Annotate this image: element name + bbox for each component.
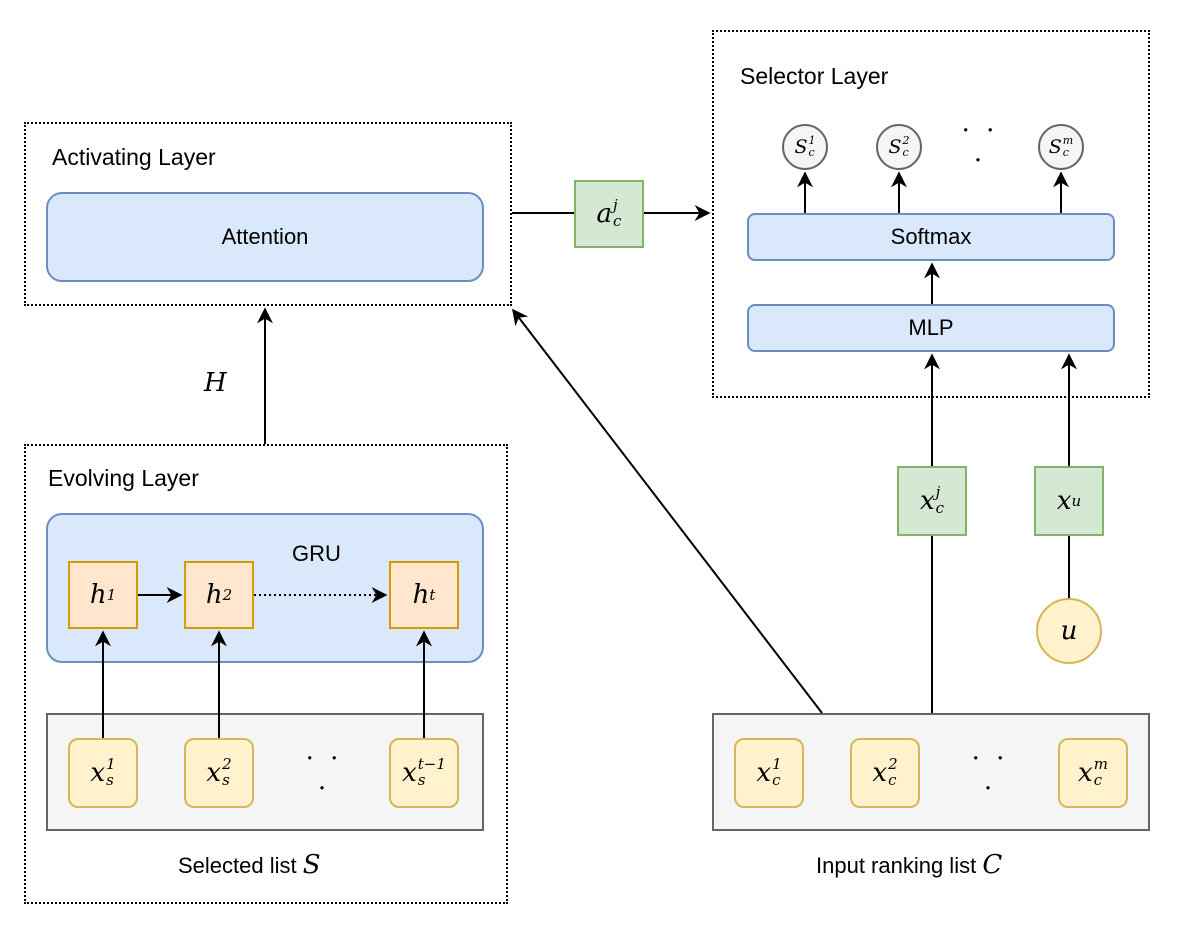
hidden-state-2-base: h (205, 580, 223, 610)
selected-list-caption-text: Selected list (178, 853, 303, 878)
selected-list-caption-symbol: S (302, 850, 321, 880)
selected-item-2-base: x (206, 758, 222, 788)
attention-block: Attention (46, 192, 484, 282)
user-feature-sub: u (1071, 492, 1082, 510)
hidden-state-t-sub: t (429, 586, 436, 604)
hidden-state-1-base: h (89, 580, 107, 610)
user-feature-base: x (1056, 486, 1072, 516)
selected-item-t-minus-1-sub: s (417, 771, 426, 789)
input-list-caption-symbol: C (982, 850, 1003, 880)
selected-list-caption: Selected list S (178, 850, 321, 880)
selected-item-t-minus-1-sup: t−1 (417, 755, 446, 774)
output-score-m-base: S (1048, 136, 1062, 158)
input-item-1-sub: c (772, 771, 781, 789)
output-score-2-base: S (888, 136, 902, 158)
output-score-1-sub: c (808, 146, 815, 159)
input-item-1-base: x (756, 758, 772, 788)
candidate-feature-sub: c (935, 499, 945, 517)
activating-layer-title: Activating Layer (52, 144, 216, 170)
selected-item-t-minus-1-base: x (402, 758, 417, 788)
selected-item-1-base: x (90, 758, 106, 788)
gru-label: GRU (292, 541, 341, 566)
selector-layer-title: Selector Layer (740, 63, 889, 89)
output-score-2-sup: 2 (902, 134, 910, 148)
input-item-2-sub: c (888, 771, 897, 789)
hidden-state-1-sub: 1 (106, 586, 117, 604)
edge-input-activating (512, 308, 823, 714)
evolving-layer-group (24, 444, 508, 904)
user-node: u (1036, 598, 1102, 664)
candidate-feature-base: x (919, 486, 935, 516)
input-list-caption: Input ranking list C (816, 850, 1002, 880)
mlp-label: MLP (908, 315, 954, 340)
candidate-feature-sup: j (935, 483, 941, 502)
activating-layer-group (24, 122, 512, 306)
mlp-block: MLP (747, 304, 1115, 352)
attention-output-sub: c (613, 212, 622, 230)
selected-item-1-sup: 1 (106, 755, 116, 774)
attention-output-sup: j (613, 196, 618, 215)
output-score-2-sub: c (902, 146, 909, 159)
hidden-state-t-base: h (412, 580, 430, 610)
output-score-1-base: S (794, 136, 808, 158)
selected-item-2-sub: s (222, 771, 230, 789)
output-score-m-sup: m (1062, 134, 1074, 148)
selected-item-2-sup: 2 (222, 755, 232, 774)
attention-label: Attention (221, 224, 309, 249)
input-item-1-sup: 1 (772, 755, 782, 774)
output-score-1-sup: 1 (808, 134, 816, 148)
evolving-layer-title: Evolving Layer (48, 465, 199, 491)
input-list-caption-text: Input ranking list (816, 853, 983, 878)
hidden-state-2-sub: 2 (222, 586, 233, 604)
selected-item-1-sub: s (106, 771, 114, 789)
hidden-sequence-label: H (204, 368, 227, 398)
input-item-m-base: x (1078, 758, 1093, 788)
output-score-m-sub: c (1062, 146, 1069, 159)
input-item-2-base: x (872, 758, 888, 788)
input-item-m-sub: c (1093, 771, 1103, 789)
input-item-2-sup: 2 (888, 755, 898, 774)
attention-output-base: a (596, 199, 613, 229)
softmax-label: Softmax (890, 224, 972, 249)
softmax-block: Softmax (747, 213, 1115, 261)
input-item-m-sup: m (1093, 755, 1108, 774)
